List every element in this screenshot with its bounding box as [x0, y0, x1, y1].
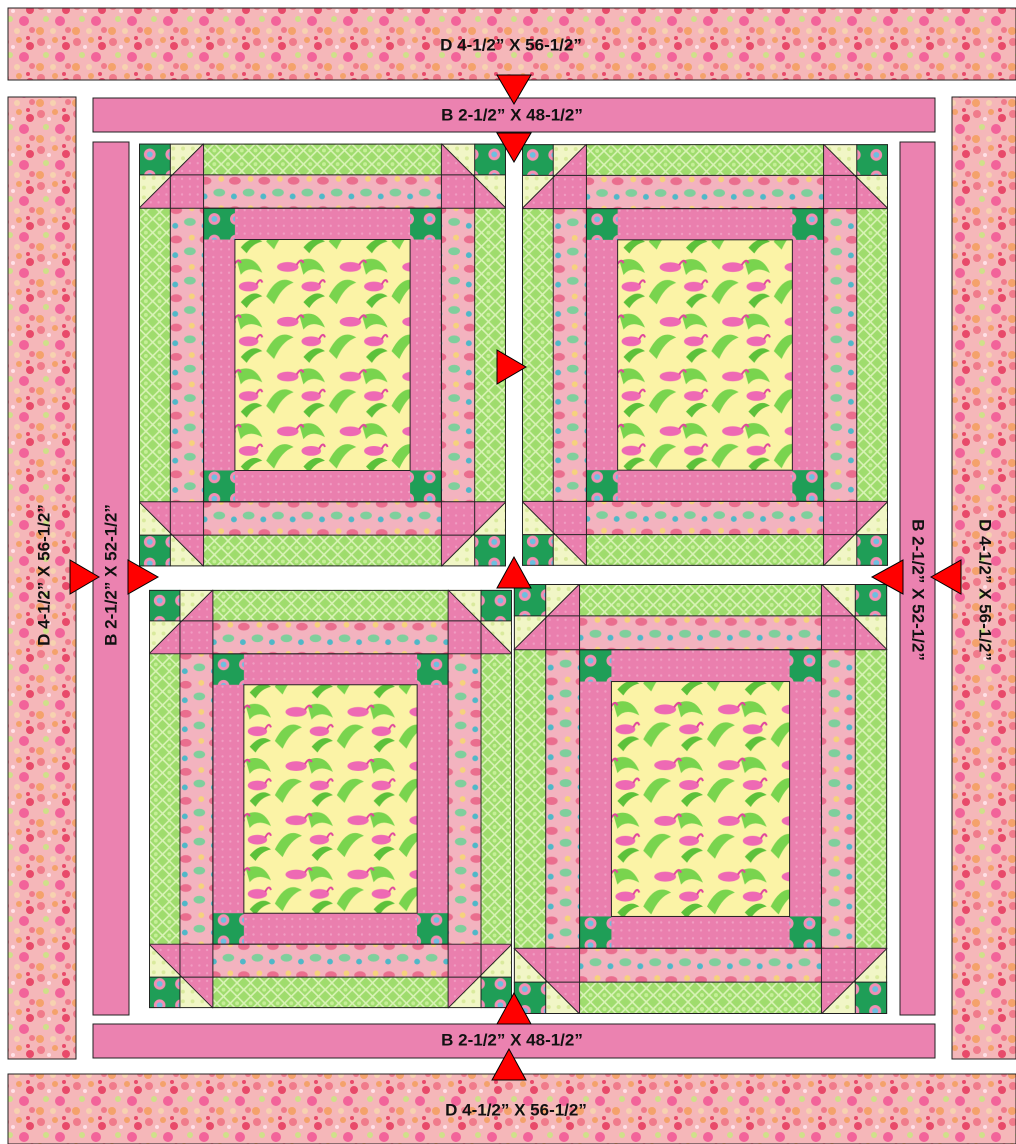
- quilt-block-bottom-left: [149, 590, 512, 1008]
- quilt-block-bottom-right: [514, 584, 887, 1014]
- left-border-label: D 4-1/2” X 56-1/2”: [36, 504, 53, 646]
- right-sashing-label: B 2-1/2” X 52-1/2”: [910, 519, 927, 661]
- quilt-block-top-left: [139, 144, 506, 567]
- quilt-block-top-right: [522, 144, 888, 566]
- bottom-border-label: D 4-1/2” X 56-1/2”: [445, 1102, 587, 1119]
- bottom-sashing-label: B 2-1/2” X 48-1/2”: [441, 1032, 583, 1049]
- top-border-label: D 4-1/2” X 56-1/2”: [440, 37, 582, 54]
- left-sashing-label: B 2-1/2” X 52-1/2”: [103, 504, 120, 646]
- right-border-label: D 4-1/2” X 56-1/2”: [977, 519, 994, 661]
- arrow-right-icon: [497, 350, 526, 384]
- top-sashing-label: B 2-1/2” X 48-1/2”: [441, 107, 583, 124]
